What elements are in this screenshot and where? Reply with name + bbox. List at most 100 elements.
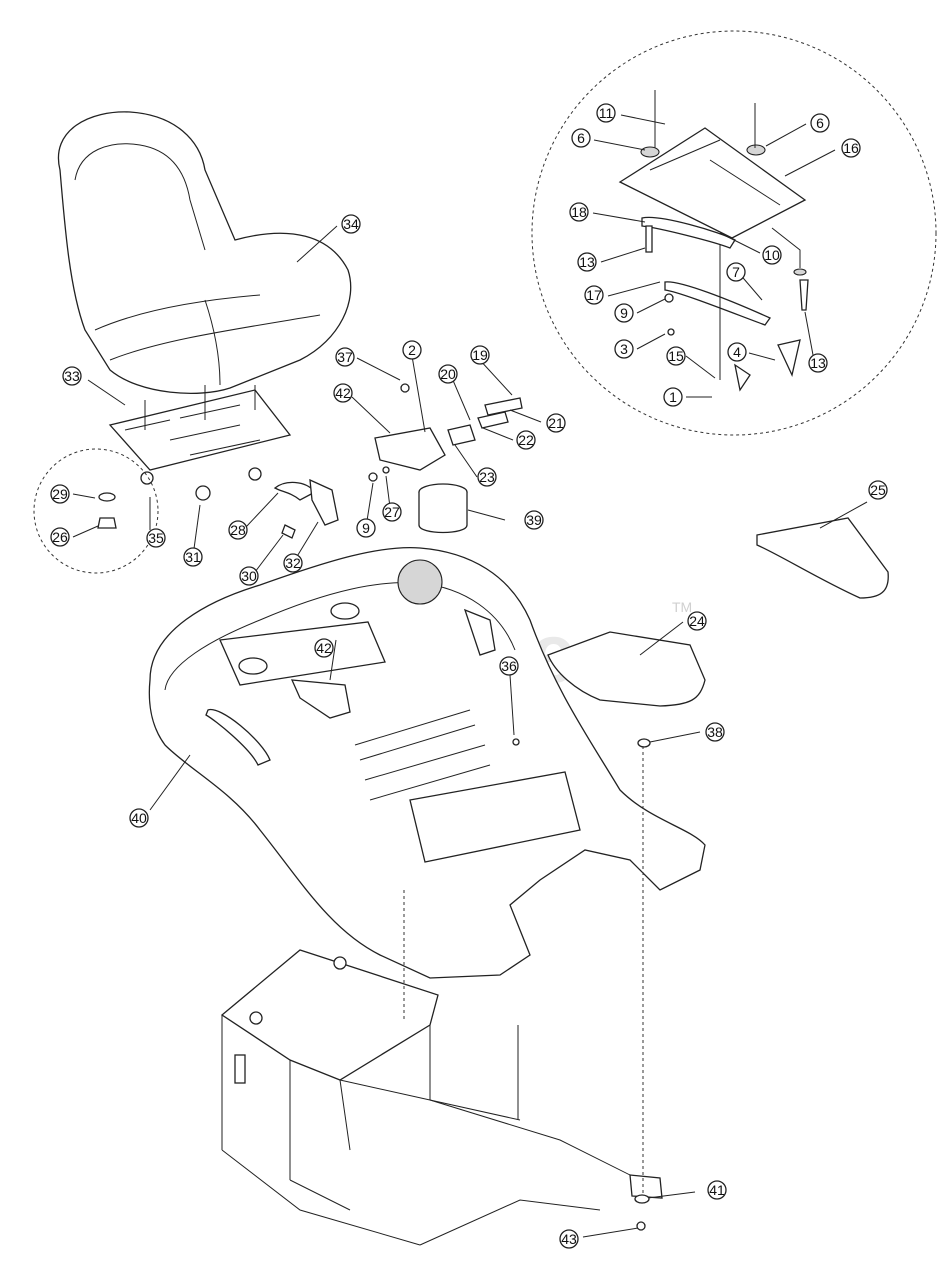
- callout-25-text: 25: [870, 482, 886, 498]
- callout-39-text: 39: [526, 512, 542, 528]
- callout-7-text: 7: [732, 264, 740, 280]
- callout-38-text: 38: [707, 724, 723, 740]
- callout-19: 19: [470, 345, 490, 365]
- callout-23: 23: [477, 467, 497, 487]
- spring-bracket-part: [273, 478, 339, 539]
- callout-35-text: 35: [148, 530, 164, 546]
- switch-cylinder-part: [418, 483, 468, 534]
- callout-29-text: 29: [52, 486, 68, 502]
- callout-15-text: 15: [668, 348, 684, 364]
- callout-13-right-text: 13: [810, 355, 826, 371]
- seat-part: [57, 111, 352, 394]
- callout-20-text: 20: [440, 366, 456, 382]
- callout-9-left: 9: [356, 518, 376, 538]
- callout-6-right: 6: [810, 113, 830, 133]
- callout-42-upper-text: 42: [335, 385, 351, 401]
- callout-21: 21: [546, 413, 566, 433]
- pad-25-part: [756, 517, 889, 599]
- callout-4: 4: [727, 342, 747, 362]
- callout-32: 32: [283, 553, 303, 573]
- callout-3: 3: [614, 339, 634, 359]
- callout-39: 39: [524, 510, 544, 530]
- watermark-tm: TM: [672, 599, 692, 615]
- callout-9-right: 9: [614, 303, 634, 323]
- callout-28-text: 28: [230, 522, 246, 538]
- callout-1: 1: [663, 387, 683, 407]
- callout-26: 26: [50, 527, 70, 547]
- callout-30-text: 30: [241, 568, 257, 584]
- callout-10-text: 10: [764, 247, 780, 263]
- callout-36-text: 36: [501, 658, 517, 674]
- callout-32-text: 32: [285, 555, 301, 571]
- seat-bracket-part: [368, 383, 523, 482]
- callout-38: 38: [705, 722, 725, 742]
- callout-9-right-text: 9: [620, 305, 628, 321]
- callout-13-left-text: 13: [579, 254, 595, 270]
- callout-33-text: 33: [64, 368, 80, 384]
- callout-1-text: 1: [669, 389, 677, 405]
- callout-16: 16: [841, 138, 861, 158]
- callout-18: 18: [569, 202, 589, 222]
- callout-33: 33: [62, 366, 82, 386]
- callout-28: 28: [228, 520, 248, 540]
- callout-40: 40: [129, 808, 149, 828]
- callout-43: 43: [559, 1229, 579, 1249]
- callout-23-text: 23: [479, 469, 495, 485]
- callout-41-text: 41: [709, 1182, 725, 1198]
- callout-34: 34: [341, 214, 361, 234]
- callout-6-left: 6: [571, 128, 591, 148]
- callout-10: 10: [762, 245, 782, 265]
- detail-circle-right: [531, 30, 937, 436]
- callout-21-text: 21: [548, 415, 564, 431]
- callout-20: 20: [438, 364, 458, 384]
- callout-24: 24: [687, 611, 707, 631]
- callout-22-text: 22: [518, 432, 534, 448]
- fender-pad-part: [547, 631, 706, 707]
- callout-27-text: 27: [384, 504, 400, 520]
- callout-6-right-text: 6: [816, 115, 824, 131]
- callout-27: 27: [382, 502, 402, 522]
- callout-22: 22: [516, 430, 536, 450]
- callout-19-text: 19: [472, 347, 488, 363]
- callout-11-text: 11: [599, 105, 614, 121]
- callout-24-text: 24: [689, 613, 705, 629]
- callout-37-text: 37: [337, 349, 353, 365]
- callout-16-text: 16: [843, 140, 859, 156]
- callout-2: 2: [402, 340, 422, 360]
- callout-37: 37: [335, 347, 355, 367]
- callout-17-text: 17: [586, 287, 602, 303]
- callout-29: 29: [50, 484, 70, 504]
- callout-13-right: 13: [808, 353, 828, 373]
- callout-43-text: 43: [561, 1231, 577, 1247]
- callout-6-left-text: 6: [577, 130, 585, 146]
- callout-31: 31: [183, 547, 203, 567]
- fender-body-part: [148, 546, 706, 979]
- frame-part: [220, 949, 663, 1246]
- callout-34-text: 34: [343, 216, 359, 232]
- callout-11: 11: [596, 103, 616, 123]
- callout-17: 17: [584, 285, 604, 305]
- callout-13-left: 13: [577, 252, 597, 272]
- callout-7: 7: [726, 262, 746, 282]
- hardware-detail-circle: [33, 448, 159, 574]
- callout-31-text: 31: [185, 549, 201, 565]
- callout-35: 35: [146, 528, 166, 548]
- callout-41: 41: [707, 1180, 727, 1200]
- callout-18-text: 18: [571, 204, 587, 220]
- callout-3-text: 3: [620, 341, 628, 357]
- callout-15: 15: [666, 346, 686, 366]
- callout-30: 30: [239, 566, 259, 586]
- callout-42-upper: 42: [333, 383, 353, 403]
- callout-36: 36: [499, 656, 519, 676]
- callout-26-text: 26: [52, 529, 68, 545]
- callout-42-lower-text: 42: [316, 640, 332, 656]
- callout-42-lower: 42: [314, 638, 334, 658]
- callout-40-text: 40: [131, 810, 147, 826]
- callout-4-text: 4: [733, 344, 741, 360]
- callout-25: 25: [868, 480, 888, 500]
- callout-2-text: 2: [408, 342, 416, 358]
- callout-labels: 34 33 37 2 19 20 42 21 22 23 29 26 35 31…: [50, 103, 888, 1249]
- seat-pan-part: [108, 385, 292, 501]
- callout-9-left-text: 9: [362, 520, 370, 536]
